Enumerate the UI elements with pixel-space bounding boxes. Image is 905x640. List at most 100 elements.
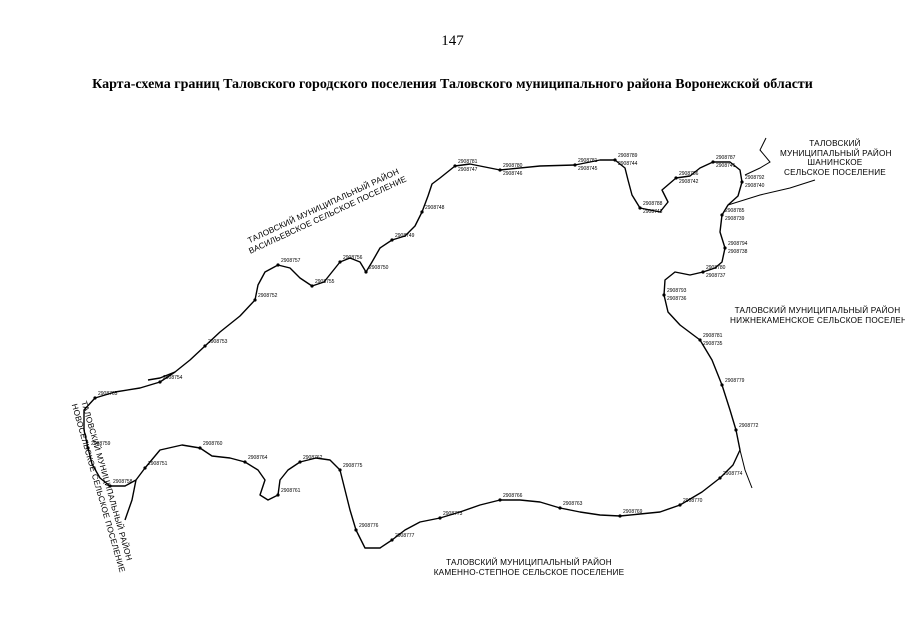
- point-label: 2908743: [643, 209, 663, 215]
- point-label: 2908742: [679, 179, 699, 185]
- point-label: 2908744: [618, 161, 638, 167]
- boundary-segment-south: [124, 479, 137, 521]
- vertex-marker: [678, 503, 682, 507]
- point-label: 2908781: [458, 159, 478, 165]
- vertex-marker: [573, 163, 577, 167]
- vertex-marker: [354, 528, 358, 532]
- point-label: 2908745: [578, 166, 598, 172]
- point-label: 2908781: [703, 333, 723, 339]
- point-label: 2908760: [203, 441, 223, 447]
- vertex-marker: [498, 498, 502, 502]
- point-label: 2908772: [739, 423, 759, 429]
- point-label: 2908794: [728, 241, 748, 247]
- vertex-marker: [390, 538, 394, 542]
- vertex-marker: [618, 514, 622, 518]
- vertex-marker: [720, 213, 724, 217]
- point-labels: 2908781290878029087812908789290878829087…: [91, 153, 765, 539]
- boundary-line: [83, 159, 743, 549]
- vertex-marker: [93, 396, 97, 400]
- point-label: 2908753: [208, 339, 228, 345]
- point-label: 2908755: [315, 279, 335, 285]
- vertex-marker: [720, 383, 724, 387]
- vertex-marker: [613, 158, 617, 162]
- district-line-southeast: [739, 449, 753, 489]
- point-label: 2908764: [248, 455, 268, 461]
- vertex-marker: [198, 446, 202, 450]
- vertex-marker: [108, 484, 112, 488]
- point-label: 2908748: [425, 205, 445, 211]
- point-label: 2908756: [343, 255, 363, 261]
- boundary-vertices: [86, 158, 744, 542]
- vertex-marker: [298, 460, 302, 464]
- point-label: 2908737: [706, 273, 726, 279]
- vertex-marker: [338, 260, 342, 264]
- point-label: 2908749: [395, 233, 415, 239]
- point-label: 2908780: [706, 265, 726, 271]
- point-label: 2908780: [503, 163, 523, 169]
- point-label: 2908739: [725, 216, 745, 222]
- vertex-marker: [674, 176, 678, 180]
- vertex-marker: [718, 476, 722, 480]
- region-line: НИЖНЕКАМЕНСКОЕ СЕЛЬСКОЕ ПОСЕЛЕНИЕ: [730, 315, 905, 325]
- point-label: 2908781: [578, 158, 598, 164]
- vertex-marker: [723, 246, 727, 250]
- point-label: 2908746: [503, 171, 523, 177]
- vertex-marker: [698, 338, 702, 342]
- boundary-segment-west: [147, 371, 176, 381]
- vertex-marker: [158, 380, 162, 384]
- vertex-marker: [662, 293, 666, 297]
- point-label: 2908751: [148, 461, 168, 467]
- point-label: 2908754: [163, 375, 183, 381]
- point-label: 2908770: [683, 498, 703, 504]
- vertex-marker: [638, 206, 642, 210]
- point-label: 2908763: [563, 501, 583, 507]
- vertex-marker: [734, 428, 738, 432]
- point-label: 2908787: [716, 155, 736, 161]
- point-label: 2908793: [667, 288, 687, 294]
- district-line-east: [727, 179, 816, 206]
- region-line: КАМЕННО-СТЕПНОЕ СЕЛЬСКОЕ ПОСЕЛЕНИЕ: [433, 567, 625, 577]
- vertex-marker: [143, 466, 147, 470]
- vertex-marker: [498, 168, 502, 172]
- region-line: СЕЛЬСКОЕ ПОСЕЛЕНИЕ: [784, 167, 886, 177]
- point-label: 2908769: [623, 509, 643, 515]
- region-line: ТАЛОВСКИЙ МУНИЦИПАЛЬНЫЙ РАЙОН: [446, 558, 612, 567]
- vertex-marker: [453, 164, 457, 168]
- region-line: ШАНИНСКОЕ: [807, 158, 863, 167]
- point-label: 2908792: [745, 175, 765, 181]
- point-label: 2908759: [91, 441, 111, 447]
- point-label: 2908752: [258, 293, 278, 299]
- vertex-marker: [701, 270, 705, 274]
- vertex-marker: [390, 238, 394, 242]
- vertex-marker: [86, 446, 90, 450]
- region-line: ТАЛОВСКИЙ: [809, 139, 861, 148]
- point-label: 2908735: [703, 341, 723, 347]
- point-label: 2908789: [618, 153, 638, 159]
- point-label: 2908747: [458, 167, 478, 173]
- point-label: 2908765: [98, 391, 118, 397]
- region-label-nizhnekamenskoe: ТАЛОВСКИЙ МУНИЦИПАЛЬНЫЙ РАЙОН НИЖНЕКАМЕН…: [730, 306, 905, 325]
- vertex-marker: [438, 516, 442, 520]
- river-line-northeast: [744, 137, 771, 176]
- point-label: 2908740: [745, 183, 765, 189]
- vertex-marker: [740, 180, 744, 184]
- vertex-marker: [203, 344, 207, 348]
- page-number: 147: [441, 33, 464, 49]
- point-label: 2908741: [716, 163, 736, 169]
- point-label: 2908774: [723, 471, 743, 477]
- vertex-marker: [364, 270, 368, 274]
- vertex-marker: [420, 210, 424, 214]
- point-label: 2908761: [281, 488, 301, 494]
- vertex-marker: [243, 460, 247, 464]
- point-label: 2908777: [395, 533, 415, 539]
- vertex-marker: [276, 493, 280, 497]
- settlement-boundary: [83, 159, 743, 549]
- point-label: 2908773: [443, 511, 463, 517]
- point-label: 2908775: [343, 463, 363, 469]
- page-title: Карта-схема границ Таловского городского…: [92, 77, 813, 92]
- vertex-marker: [338, 468, 342, 472]
- region-label-kamenno-stepnoe: ТАЛОВСКИЙ МУНИЦИПАЛЬНЫЙ РАЙОН КАМЕННО-СТ…: [424, 558, 634, 577]
- external-district-lines: [727, 137, 816, 489]
